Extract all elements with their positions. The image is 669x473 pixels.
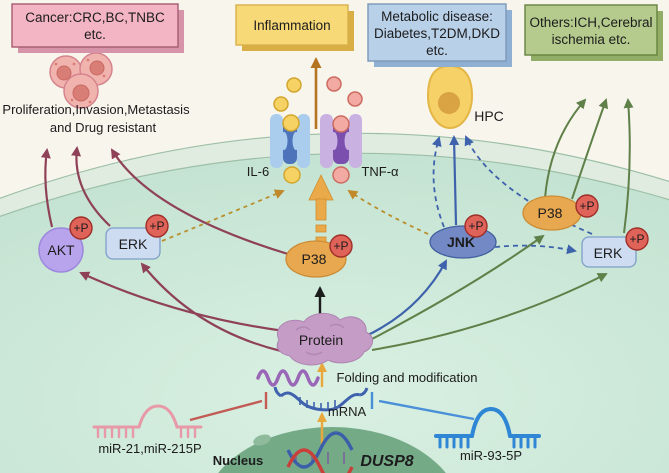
p38-center-label: P38 <box>302 251 327 267</box>
phospho-badge: +P <box>575 194 599 218</box>
akt-label: AKT <box>47 242 75 258</box>
mir93-label: miR-93-5P <box>460 448 522 463</box>
phospho-badge: +P <box>625 227 649 251</box>
phospho-label: +P <box>333 239 348 253</box>
mir21-inhibition <box>189 392 268 422</box>
jnk-label: JNK <box>447 234 475 250</box>
p38-right-label: P38 <box>538 205 563 221</box>
arrow-erkr-to-hpc-dashed <box>464 135 593 235</box>
il6-label: IL-6 <box>247 164 269 179</box>
metabolic-box: Metabolic disease: Diabetes,T2DM,DKD etc… <box>367 3 512 67</box>
phospho-badges: +P +P +P +P +P +P <box>69 194 649 258</box>
others-box: Others:ICH,Cerebral ischemia etc. <box>524 4 663 61</box>
signal-arrows <box>40 57 634 447</box>
nucleus-spot <box>253 434 271 446</box>
mrna-strand <box>273 386 369 412</box>
erk-right-label: ERK <box>594 245 623 261</box>
erk-right-node: ERK <box>581 236 637 268</box>
phospho-badge: +P <box>329 234 353 258</box>
arrow-erk-to-cancer <box>71 146 111 227</box>
inflammation-box: Inflammation <box>235 4 354 51</box>
mir21-label: miR-21,miR-215P <box>98 441 201 456</box>
cancer-box: Cancer:CRC,BC,TNBC etc. <box>11 3 184 53</box>
arrow-p38r-to-others-1 <box>544 98 587 199</box>
arrow-p38r-to-others-2 <box>571 98 609 200</box>
arrow-protein-to-jnk <box>365 259 447 337</box>
hpc-label: HPC <box>474 108 504 124</box>
mir93-inhibition <box>370 392 475 421</box>
arrow-p38-to-cancer <box>110 148 289 256</box>
phospho-label: +P <box>579 199 594 213</box>
inflammation-box-line1: Inflammation <box>253 18 330 33</box>
cytokine-ligands <box>273 76 363 184</box>
mir21-structure <box>92 404 203 439</box>
il6-ligand <box>283 166 301 184</box>
cell-body <box>0 153 669 473</box>
cancer-effects-line2: and Drug resistant <box>50 120 157 135</box>
arrow-protein-to-erk-right <box>371 273 608 351</box>
il6-ligand <box>286 77 302 93</box>
metabolic-box-line2: Diabetes,T2DM,DKD <box>374 26 500 41</box>
arrow-erkr-to-others <box>623 98 634 234</box>
arrow-protein-to-akt <box>79 271 285 333</box>
erk-left-node: ERK <box>105 227 161 260</box>
arrow-jnk-to-hpc-dashed <box>431 136 445 228</box>
cancer-box-line2: etc. <box>84 27 106 42</box>
cell-membrane <box>0 132 669 218</box>
il6-ligand <box>282 114 300 132</box>
cancer-box-line1: Cancer:CRC,BC,TNBC <box>25 10 165 25</box>
nucleus-label: Nucleus <box>213 453 264 468</box>
tnf-receptor <box>320 114 362 168</box>
dusp8-gene-label: DUSP8 <box>360 453 413 470</box>
peptide-squiggle <box>256 369 320 387</box>
arrow-protein-to-erk-left <box>140 262 282 353</box>
metabolic-box-line1: Metabolic disease: <box>381 9 493 24</box>
erk-left-label: ERK <box>119 236 148 252</box>
tnf-ligand <box>347 91 363 107</box>
others-box-line1: Others:ICH,Cerebral <box>529 15 652 30</box>
hpc-cell <box>426 64 474 130</box>
block-arrow-p38-to-membrane <box>308 174 334 243</box>
akt-node: AKT <box>38 227 84 273</box>
arrow-jnk-to-hpc-solid <box>449 135 460 226</box>
phospho-badge: +P <box>69 216 93 240</box>
phospho-label: +P <box>468 219 483 233</box>
arrow-protein-to-p38-right <box>369 234 545 341</box>
phospho-label: +P <box>73 221 88 235</box>
il6-ligand <box>273 96 289 112</box>
protein-label: Protein <box>299 332 343 348</box>
others-box-line2: ischemia etc. <box>552 32 631 47</box>
phospho-label: +P <box>149 219 164 233</box>
arrow-jnk-to-tnf-dashed <box>347 189 429 235</box>
p38-right-node: P38 <box>522 195 582 231</box>
dna-helix <box>286 431 354 473</box>
phospho-label: +P <box>629 232 644 246</box>
folding-label: Folding and modification <box>337 370 478 385</box>
metabolic-box-line3: etc. <box>426 43 448 58</box>
arrow-jnk-to-erkr-dashed <box>485 244 577 255</box>
tnf-ligand <box>332 115 350 133</box>
mir93-structure <box>434 406 541 449</box>
hpc-nucleus <box>438 92 460 114</box>
tnf-ligand <box>326 76 342 92</box>
nucleus <box>218 427 446 473</box>
tnf-label: TNF-α <box>361 164 399 179</box>
cancer-effects-line1: Proliferation,Invasion,Metastasis <box>2 102 190 117</box>
nucleus-body <box>218 427 446 473</box>
phospho-badge: +P <box>464 214 488 238</box>
mrna-label: mRNA <box>328 404 367 419</box>
tnf-ligand <box>332 166 350 184</box>
cancer-cells <box>49 52 113 109</box>
phospho-badge: +P <box>145 214 169 238</box>
protein-blob: Protein <box>276 313 373 366</box>
arrow-akt-to-cancer <box>40 148 54 228</box>
